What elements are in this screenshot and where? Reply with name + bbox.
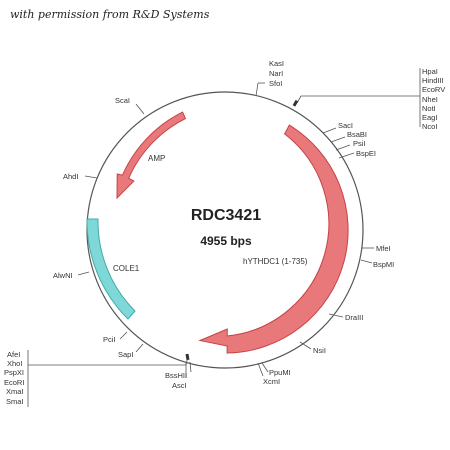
site-scaI: ScaI xyxy=(115,96,130,105)
site-xhoI: XhoI xyxy=(7,359,22,368)
site-ecoRI: EcoRI xyxy=(4,378,24,387)
cole1-origin-feature xyxy=(86,218,136,320)
site-hindIII: HindIII xyxy=(422,76,444,85)
insert-gene-arrow xyxy=(198,124,349,354)
site-ncoI: NcoI xyxy=(422,122,437,131)
plasmid-name: RDC3421 xyxy=(191,207,261,224)
site-hpaI: HpaI xyxy=(422,67,438,76)
site-ahdI: AhdI xyxy=(63,172,78,181)
site-notI: NotI xyxy=(422,104,436,113)
site-nsiI: NsiI xyxy=(313,346,326,355)
site-afeI: AfeI xyxy=(7,350,20,359)
site-bssHII: BssHII xyxy=(165,371,187,380)
site-ascI: AscI xyxy=(172,381,187,390)
credit-text: with permission from R&D Systems xyxy=(10,8,210,21)
plasmid-size: 4955 bps xyxy=(200,234,252,248)
site-xmaI: XmaI xyxy=(6,387,24,396)
site-nheI: NheI xyxy=(422,95,438,104)
site-sacI: SacI xyxy=(338,121,353,130)
site-bspEI: BspEI xyxy=(356,149,376,158)
site-ecoRV: EcoRV xyxy=(422,85,445,94)
site-pciI: PciI xyxy=(103,335,116,344)
site-pspXI: PspXI xyxy=(4,368,24,377)
site-mfeI: MfeI xyxy=(376,244,391,253)
site-xcmI: XcmI xyxy=(263,377,280,386)
site-smaI: SmaI xyxy=(6,397,24,406)
site-sfoI: SfoI xyxy=(269,79,282,88)
site-narI: NarI xyxy=(269,69,283,78)
site-eagI: EagI xyxy=(422,113,437,122)
site-bspMI: BspMI xyxy=(373,260,394,269)
insert-feature-label: hYTHDC1 (1-735) xyxy=(243,257,308,266)
amp-gene-arrow xyxy=(116,111,187,200)
amp-feature-label: AMP xyxy=(148,154,165,163)
site-ticks xyxy=(27,68,421,407)
site-alwNI: AlwNI xyxy=(53,271,73,280)
site-draIII: DraIII xyxy=(345,313,363,322)
plasmid-backbone xyxy=(86,91,364,369)
site-kasI: KasI xyxy=(269,59,284,68)
site-psiI: PsiI xyxy=(353,139,366,148)
cloning-site-marker-bottom xyxy=(185,353,190,361)
site-ppuMI: PpuMI xyxy=(269,368,291,377)
site-sapI: SapI xyxy=(118,350,133,359)
cloning-site-marker-top xyxy=(292,99,299,107)
ori-feature-label: COLE1 xyxy=(113,264,140,273)
site-bsaBI: BsaBI xyxy=(347,130,367,139)
